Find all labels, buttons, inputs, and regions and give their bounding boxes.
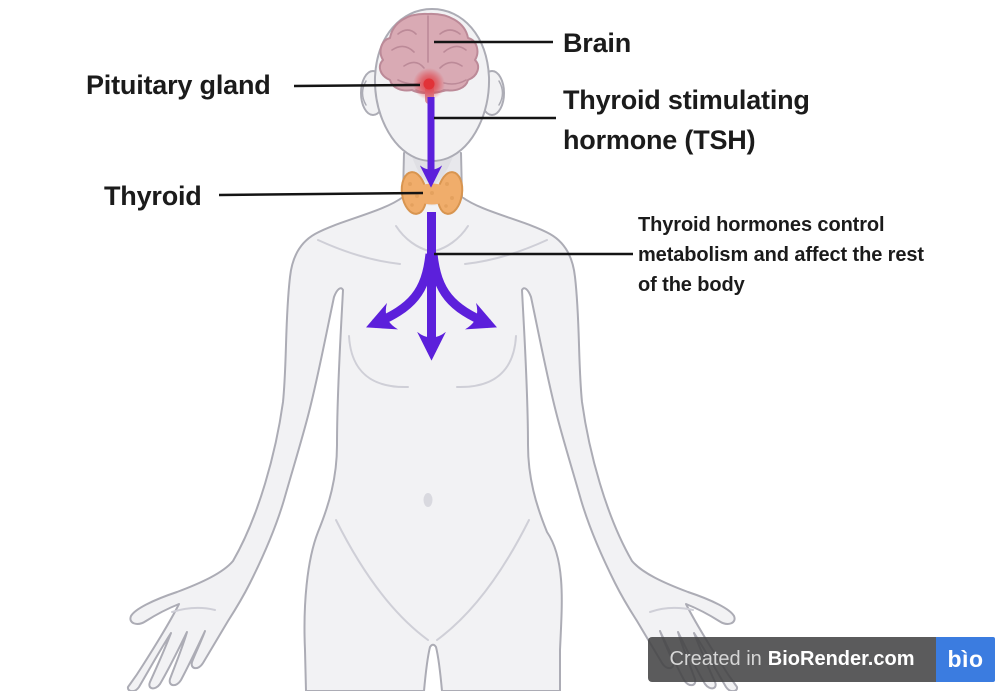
watermark-text: Created in BioRender.com — [648, 637, 936, 682]
note-line-2: metabolism and affect the rest — [638, 244, 924, 266]
torso-arms-legs — [126, 152, 739, 691]
pituitary-gland-label: Pituitary gland — [86, 70, 271, 100]
watermark-prefix: Created in — [669, 648, 762, 670]
arrow-branch-left — [366, 253, 435, 330]
right-ear-fold — [498, 80, 504, 106]
body-contour-lines — [171, 225, 694, 641]
navel — [423, 493, 433, 507]
thyroid-hormones-note: Thyroid hormones control metabolism and … — [638, 210, 924, 300]
left-ear-fold — [361, 80, 367, 106]
thyroid-label: Thyroid — [104, 181, 202, 211]
pituitary-dot — [423, 78, 435, 90]
tsh-label: Thyroid stimulating hormone (TSH) — [563, 80, 810, 160]
hormone-arrows — [366, 97, 497, 361]
note-line-3: of the body — [638, 274, 745, 296]
leader-lines — [218, 40, 633, 256]
thyroid-texture — [408, 182, 454, 208]
pituitary-leader-line — [293, 83, 421, 88]
brain-label: Brain — [563, 28, 632, 58]
note-line-1: Thyroid hormones control — [638, 214, 885, 236]
thyroid-leader-line — [218, 191, 424, 197]
tsh-label-line-1: Thyroid stimulating — [563, 85, 810, 115]
tsh-label-line-2: hormone (TSH) — [563, 125, 756, 155]
arrow-branch-right — [428, 253, 497, 330]
watermark-brand: BioRender.com — [767, 648, 915, 670]
biorender-logo-icon: bìo — [936, 637, 995, 682]
biorender-watermark: Created in BioRender.com bìo — [648, 637, 995, 682]
